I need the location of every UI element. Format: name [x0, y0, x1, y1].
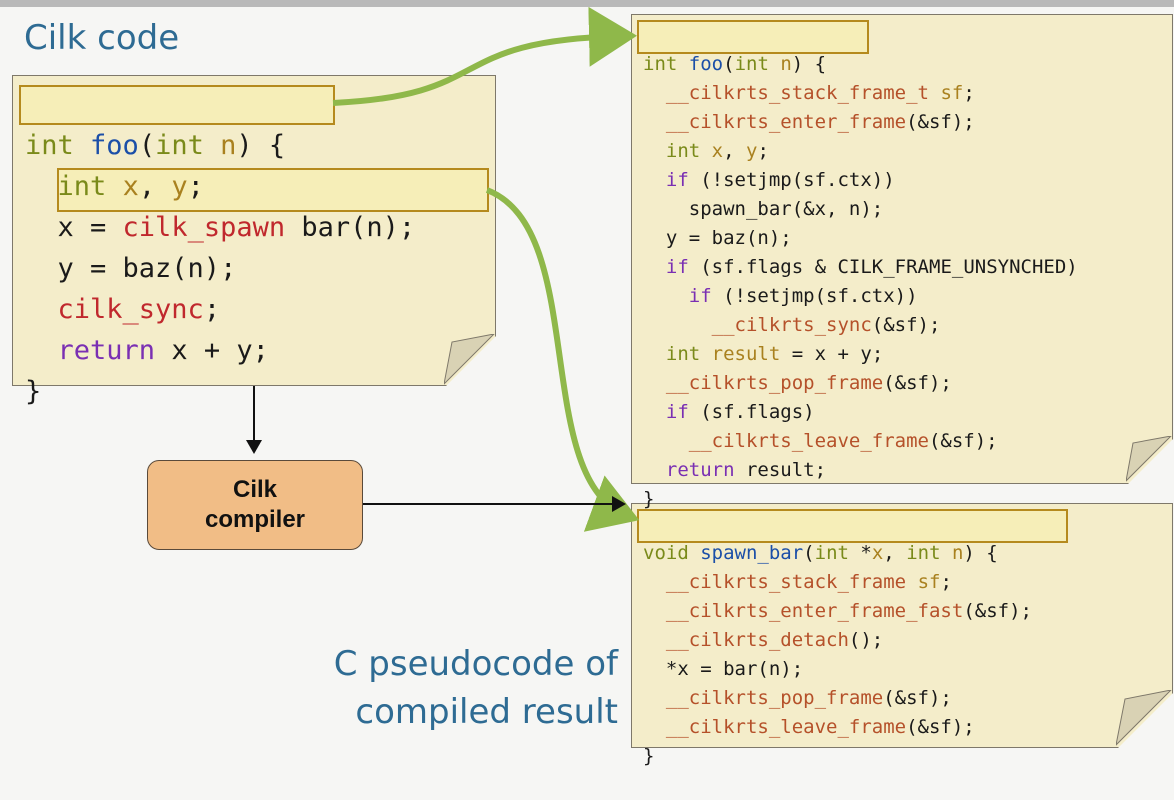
c-foo-code-block: int foo(int n) { __cilkrts_stack_frame_t…: [643, 21, 1078, 543]
c-spawn-line: __cilkrts_stack_frame sf;: [665, 571, 952, 593]
c-foo-line: __cilkrts_stack_frame_t sf;: [665, 82, 975, 104]
c-foo-line: __cilkrts_sync(&sf);: [711, 314, 941, 336]
c-spawn-highlight: [637, 509, 1068, 543]
cilk-code-block: int foo(int n) { int x, y; x = cilk_spaw…: [25, 84, 415, 453]
c-spawn-line: *x = bar(n);: [643, 658, 804, 680]
c-spawn-line: void spawn_bar(int *x, int n) {: [643, 542, 998, 564]
c-foo-line: }: [643, 488, 655, 510]
c-foo-highlight: [637, 20, 869, 54]
cilk-line-7: }: [25, 376, 42, 407]
c-foo-line: int x, y;: [665, 140, 769, 162]
foo-mapping-arrow: [332, 6, 637, 106]
c-spawn-panel: [631, 503, 1173, 748]
token: int: [155, 130, 204, 161]
c-pseudocode-title: C pseudocode of compiled result: [270, 640, 618, 736]
c-spawn-line: __cilkrts_leave_frame(&sf);: [665, 716, 975, 738]
c-foo-panel: [631, 14, 1173, 484]
c-foo-line: return result;: [665, 459, 827, 481]
c-spawn-line: __cilkrts_pop_frame(&sf);: [665, 687, 952, 709]
cilk-line-3: x = cilk_spawn bar(n);: [25, 212, 416, 243]
c-foo-line: __cilkrts_pop_frame(&sf);: [665, 372, 952, 394]
c-foo-line: if (!setjmp(sf.ctx)): [665, 169, 895, 191]
c-spawn-line: }: [643, 745, 655, 767]
c-foo-line: if (sf.flags & CILK_FRAME_UNSYNCHED): [665, 256, 1078, 278]
c-foo-line: __cilkrts_enter_frame(&sf);: [665, 111, 975, 133]
c-spawn-code-block: void spawn_bar(int *x, int n) { __cilkrt…: [643, 510, 1032, 800]
spawn-mapping-arrow: [485, 187, 640, 532]
cilk-line-5: cilk_sync;: [57, 294, 221, 325]
cilk-compiler-box: Cilk compiler: [147, 460, 363, 550]
c-foo-line: if (!setjmp(sf.ctx)): [688, 285, 918, 307]
cilk-line-4: y = baz(n);: [25, 253, 237, 284]
c-title-line1: C pseudocode of: [333, 644, 618, 684]
token: n: [220, 130, 237, 161]
c-title-line2: compiled result: [355, 692, 618, 732]
c-foo-line: __cilkrts_leave_frame(&sf);: [688, 430, 998, 452]
c-foo-line: int foo(int n) {: [643, 53, 827, 75]
cilk-code-title: Cilk code: [24, 18, 180, 58]
cilk-spawn-highlight: [57, 168, 489, 212]
token: int: [25, 130, 74, 161]
cilk-line-2: int x, y;: [57, 171, 204, 202]
arrows-layer: [246, 6, 640, 532]
cilk-line-1: int foo(int n) {: [25, 130, 286, 161]
c-spawn-line: __cilkrts_enter_frame_fast(&sf);: [665, 600, 1032, 622]
c-foo-line: if (sf.flags): [665, 401, 815, 423]
c-foo-line: spawn_bar(&x, n);: [643, 198, 884, 220]
cilk-line-6: return x + y;: [57, 335, 269, 366]
c-spawn-line: __cilkrts_detach();: [665, 629, 884, 651]
c-foo-line: int result = x + y;: [665, 343, 884, 365]
cilk-code-panel: [12, 75, 496, 386]
compiler-label-line2: compiler: [204, 506, 306, 533]
c-spawn-page-fold: [1116, 690, 1172, 746]
c-foo-page-fold: [1126, 436, 1172, 482]
cilk-page-fold: [444, 334, 495, 385]
top-border: [0, 0, 1174, 7]
token: foo: [90, 130, 139, 161]
compiler-label-line1: Cilk: [232, 476, 277, 503]
c-foo-line: y = baz(n);: [643, 227, 792, 249]
